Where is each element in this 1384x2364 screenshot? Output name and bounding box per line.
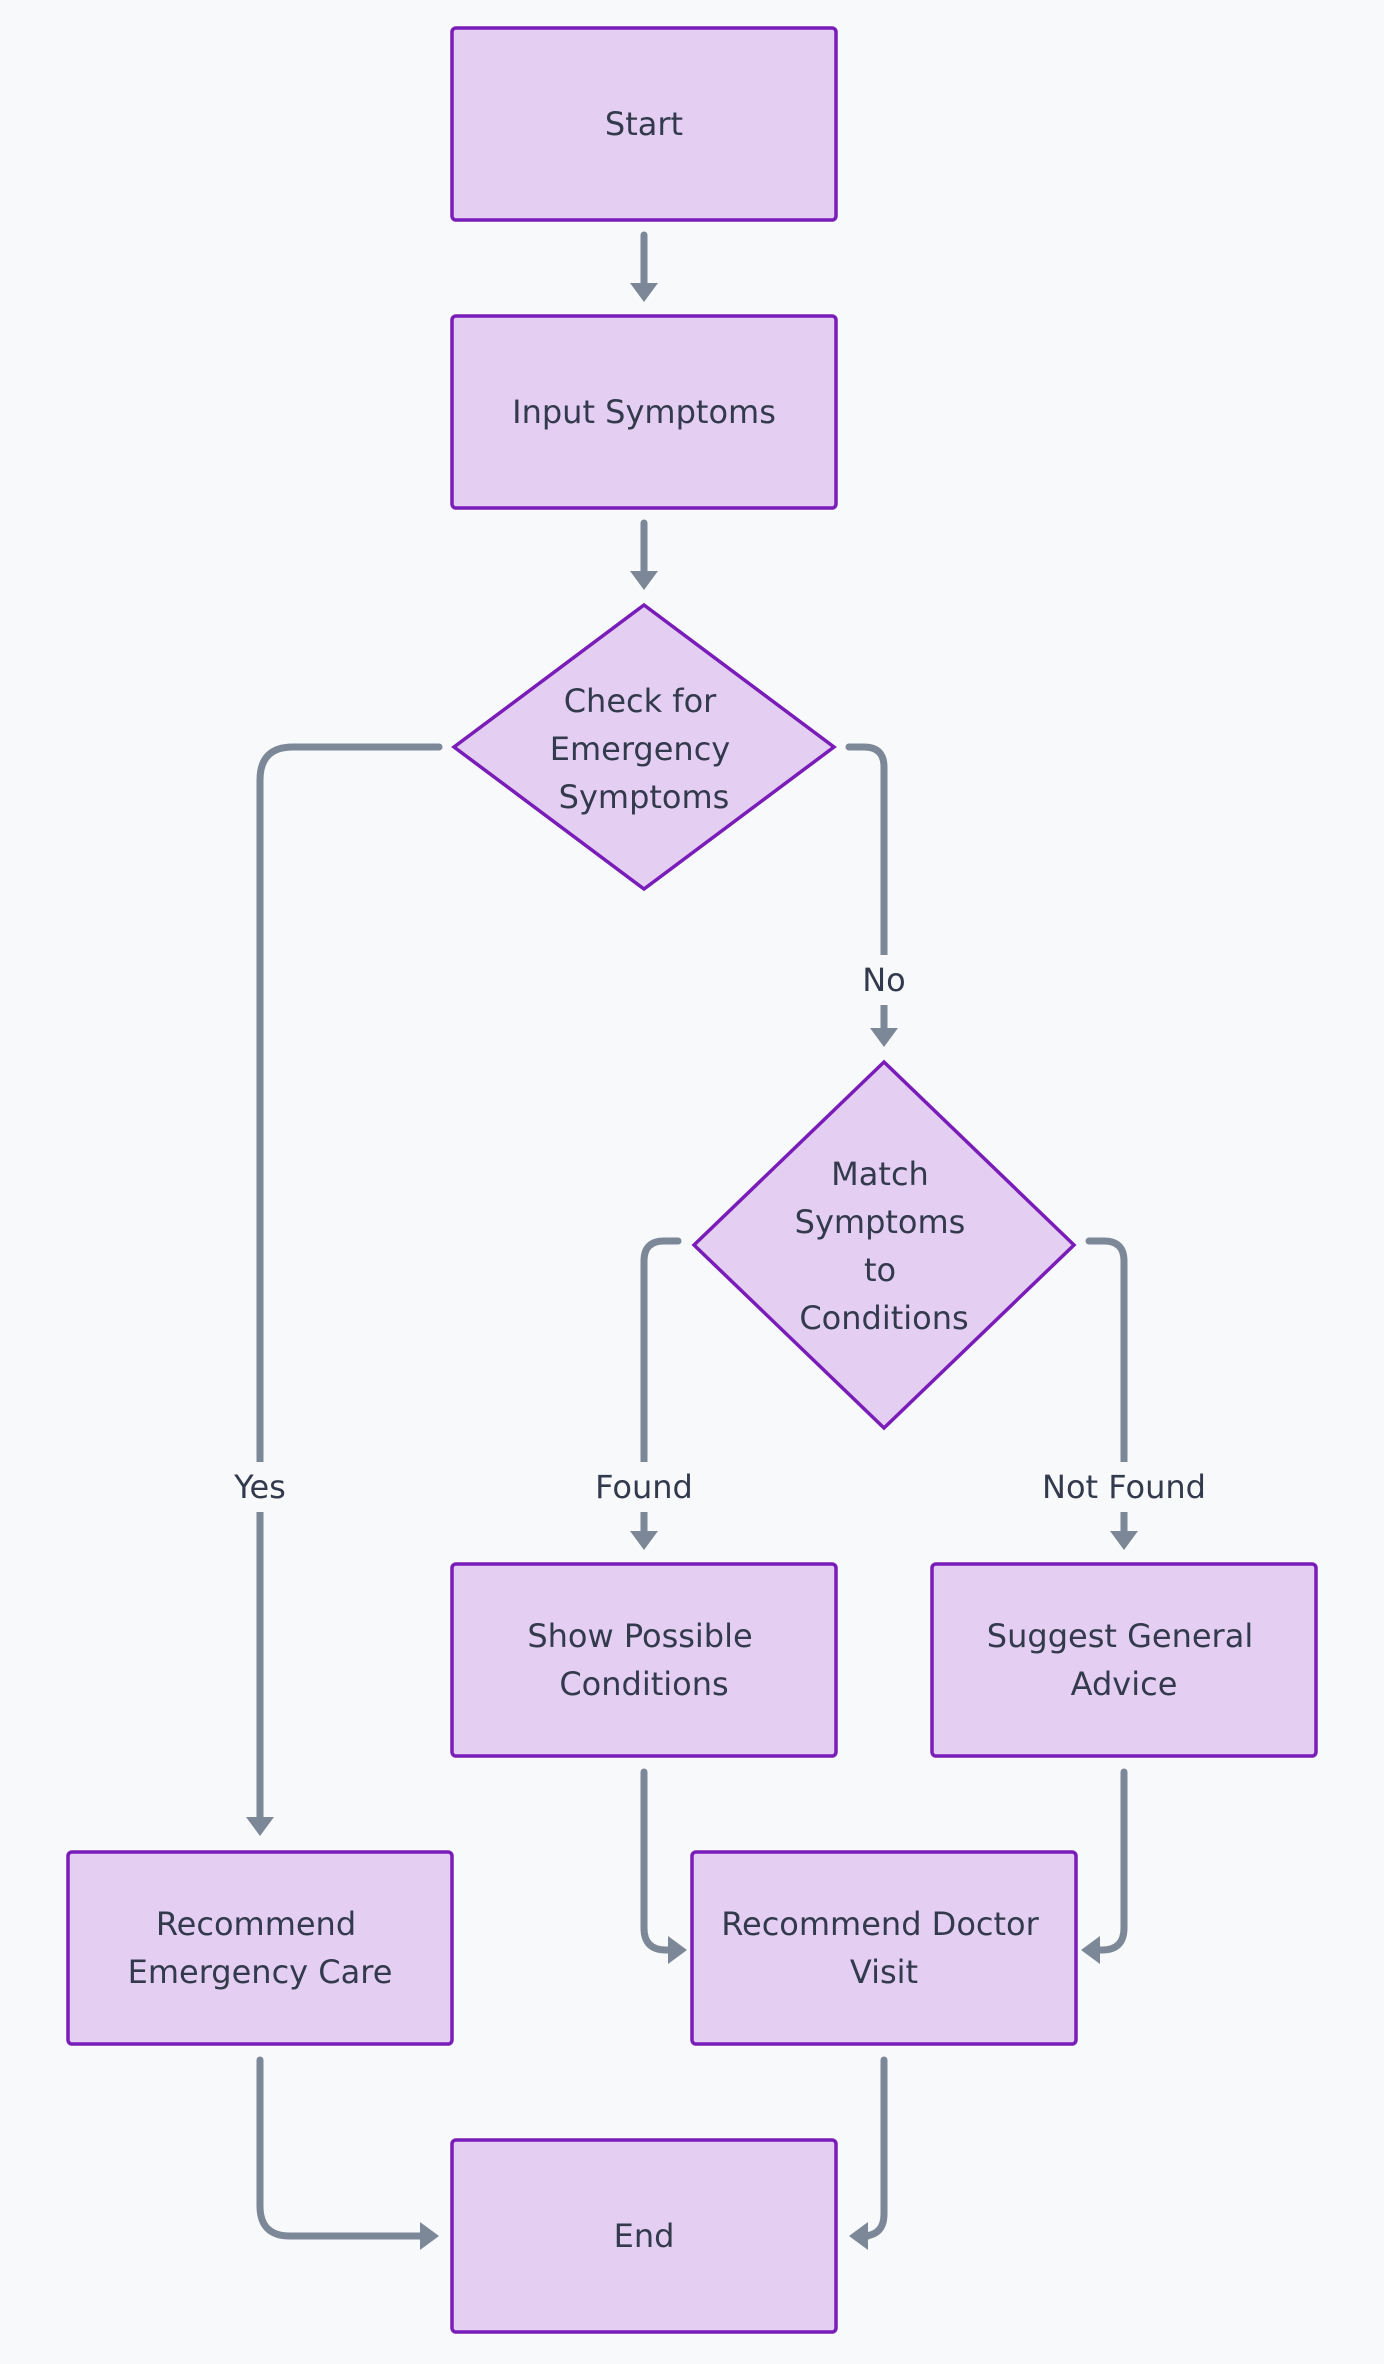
- node-match-symptoms: Match Symptoms to Conditions: [691, 1059, 1077, 1431]
- node-match-symptoms-line-4: Conditions: [799, 1299, 968, 1337]
- edge-show-conditions-to-doctor: [640, 1768, 687, 1964]
- edge-suggest-advice-to-doctor: [1081, 1768, 1128, 1964]
- edge-check-to-emergency-care: [246, 743, 443, 1836]
- node-start-label: Start: [605, 105, 683, 143]
- node-suggest-advice-line-2: Advice: [1071, 1665, 1178, 1703]
- edge-label-no: No: [849, 955, 919, 1005]
- node-emergency-care: Recommend Emergency Care: [66, 1850, 454, 2046]
- node-end-label: End: [614, 2217, 675, 2255]
- edge-label-yes-text: Yes: [233, 1468, 286, 1506]
- node-input-symptoms: Input Symptoms: [450, 314, 838, 510]
- node-check-emergency-line-2: Emergency: [550, 730, 730, 768]
- node-emergency-care-line-1: Recommend: [156, 1905, 356, 1943]
- node-doctor-visit-line-2: Visit: [850, 1953, 918, 1991]
- edge-match-to-suggest-advice: [1085, 1237, 1138, 1550]
- edge-labels: Yes No Found Not Found: [220, 955, 1212, 1512]
- node-match-symptoms-line-1: Match: [831, 1155, 929, 1193]
- edge-match-to-show-conditions: [630, 1237, 682, 1550]
- edge-label-no-text: No: [862, 961, 906, 999]
- node-end: End: [450, 2138, 838, 2334]
- edge-label-not-found-text: Not Found: [1042, 1468, 1206, 1506]
- node-input-symptoms-label: Input Symptoms: [512, 393, 776, 431]
- edge-input-to-check: [630, 519, 658, 590]
- node-doctor-visit: Recommend Doctor Visit: [690, 1850, 1078, 2046]
- edge-doctor-to-end: [849, 2056, 888, 2250]
- node-start: Start: [450, 26, 838, 222]
- node-suggest-advice: Suggest General Advice: [930, 1562, 1318, 1758]
- node-check-emergency: Check for Emergency Symptoms: [451, 602, 837, 892]
- node-show-conditions-line-1: Show Possible: [527, 1617, 752, 1655]
- node-check-emergency-line-1: Check for: [564, 682, 717, 720]
- edge-label-not-found: Not Found: [1036, 1462, 1212, 1512]
- node-match-symptoms-line-3: to: [864, 1251, 896, 1289]
- edge-check-to-match: [845, 743, 898, 1047]
- node-check-emergency-line-3: Symptoms: [559, 778, 730, 816]
- node-doctor-visit-line-1: Recommend Doctor: [721, 1905, 1039, 1943]
- node-match-symptoms-line-2: Symptoms: [795, 1203, 966, 1241]
- edge-label-found: Found: [587, 1462, 701, 1512]
- node-show-conditions-line-2: Conditions: [559, 1665, 728, 1703]
- edge-label-yes: Yes: [220, 1462, 300, 1512]
- nodes: Start Input Symptoms Check for Emergency…: [66, 26, 1318, 2334]
- edge-label-found-text: Found: [595, 1468, 693, 1506]
- node-suggest-advice-line-1: Suggest General: [987, 1617, 1253, 1655]
- node-emergency-care-line-2: Emergency Care: [128, 1953, 393, 1991]
- edge-start-to-input: [630, 231, 658, 302]
- edge-emergency-care-to-end: [256, 2056, 439, 2250]
- node-show-conditions: Show Possible Conditions: [450, 1562, 838, 1758]
- edges: [246, 231, 1138, 2250]
